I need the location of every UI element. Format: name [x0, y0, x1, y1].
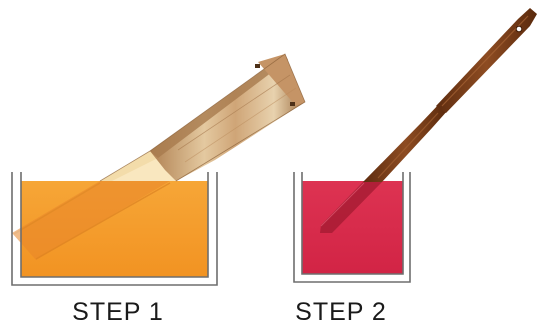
step2-group	[294, 8, 537, 282]
plank-bolt-1	[255, 64, 260, 68]
wooden-plank	[100, 54, 305, 181]
plank-bolt-2	[290, 102, 295, 106]
stick-hole	[516, 26, 522, 32]
stick-blade	[363, 103, 448, 182]
wooden-stick	[363, 8, 537, 182]
step1-group	[12, 54, 305, 285]
step2-label: STEP 2	[261, 298, 421, 327]
step1-label: STEP 1	[38, 298, 198, 327]
